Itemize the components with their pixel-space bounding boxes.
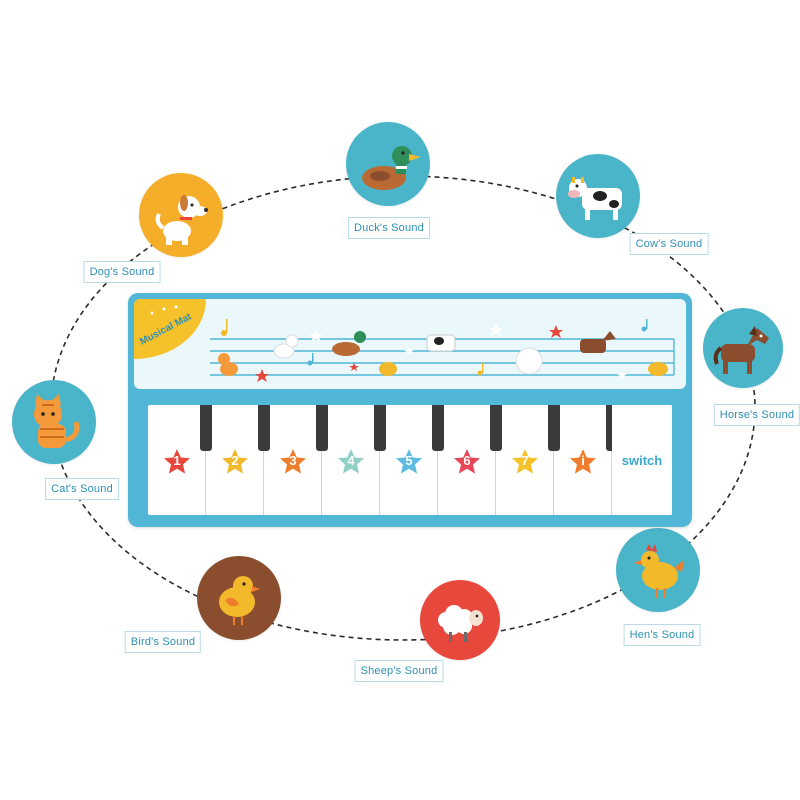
music-note-icon bbox=[221, 319, 484, 376]
musical-mat-logo: Musical Mat bbox=[134, 299, 206, 359]
duck-bubble[interactable] bbox=[346, 122, 430, 206]
sheep-icon bbox=[438, 605, 483, 642]
piano-key-2[interactable]: 2 bbox=[206, 405, 264, 515]
dog-sound-label: Dog's Sound bbox=[83, 261, 161, 283]
star-icon bbox=[222, 449, 248, 474]
bird-sound-label: Bird's Sound bbox=[124, 631, 202, 653]
piano-key-1[interactable]: 1 bbox=[148, 405, 206, 515]
key-number: 1 bbox=[173, 453, 181, 468]
dog-icon bbox=[155, 195, 208, 245]
musical-mat: Musical Mat 1 2 3 4 5 6 7 i switch bbox=[128, 293, 692, 527]
cow-bubble[interactable] bbox=[556, 154, 640, 238]
black-key-3[interactable] bbox=[316, 405, 328, 451]
bird-bubble[interactable] bbox=[197, 556, 281, 640]
piano-key-4[interactable]: 4 bbox=[322, 405, 380, 515]
cow-sound-label: Cow's Sound bbox=[629, 233, 709, 255]
black-key-1[interactable] bbox=[200, 405, 212, 451]
sheep-sound-label: Sheep's Sound bbox=[354, 660, 444, 682]
switch-button[interactable]: switch bbox=[612, 405, 672, 515]
sheep-bubble[interactable] bbox=[420, 580, 500, 660]
black-key-4[interactable] bbox=[374, 405, 386, 451]
key-number: i bbox=[581, 453, 585, 468]
dog-bubble[interactable] bbox=[139, 173, 223, 257]
star-icon bbox=[396, 449, 422, 474]
black-key-7[interactable] bbox=[548, 405, 560, 451]
hen-bubble[interactable] bbox=[616, 528, 700, 612]
music-staff bbox=[210, 319, 675, 382]
hen-icon bbox=[634, 544, 684, 598]
star-icon bbox=[164, 449, 190, 474]
staff-animals bbox=[218, 331, 668, 376]
horse-sound-label: Horse's Sound bbox=[713, 404, 800, 426]
piano-key-6[interactable]: 6 bbox=[438, 405, 496, 515]
piano-key-8[interactable]: i bbox=[554, 405, 612, 515]
horse-icon bbox=[713, 326, 769, 374]
switch-label: switch bbox=[621, 453, 663, 468]
cat-sound-label: Cat's Sound bbox=[45, 478, 119, 500]
key-number: 3 bbox=[289, 453, 297, 468]
black-key-5[interactable] bbox=[432, 405, 444, 451]
bird-icon bbox=[219, 576, 260, 625]
key-number: 4 bbox=[347, 453, 355, 468]
piano-key-5[interactable]: 5 bbox=[380, 405, 438, 515]
key-number: 2 bbox=[231, 453, 239, 468]
key-number: 6 bbox=[463, 453, 471, 468]
key-number: 5 bbox=[405, 453, 413, 468]
star-icon bbox=[255, 325, 563, 382]
black-key-2[interactable] bbox=[258, 405, 270, 451]
mat-top-panel: Musical Mat bbox=[134, 299, 686, 389]
star-icon bbox=[512, 449, 538, 474]
cat-icon bbox=[34, 394, 80, 448]
duck-sound-label: Duck's Sound bbox=[348, 217, 430, 239]
piano-keyboard: 1 2 3 4 5 6 7 i switch bbox=[148, 405, 672, 515]
star-icon bbox=[570, 449, 596, 474]
star-icon bbox=[280, 449, 306, 474]
cat-bubble[interactable] bbox=[12, 380, 96, 464]
duck-icon bbox=[362, 146, 421, 190]
piano-key-3[interactable]: 3 bbox=[264, 405, 322, 515]
horse-bubble[interactable] bbox=[703, 308, 783, 388]
hen-sound-label: Hen's Sound bbox=[623, 624, 701, 646]
black-key-6[interactable] bbox=[490, 405, 502, 451]
star-icon bbox=[454, 449, 480, 474]
cow-icon bbox=[568, 177, 622, 220]
star-icon bbox=[338, 449, 364, 474]
key-number: 7 bbox=[521, 453, 529, 468]
piano-key-7[interactable]: 7 bbox=[496, 405, 554, 515]
